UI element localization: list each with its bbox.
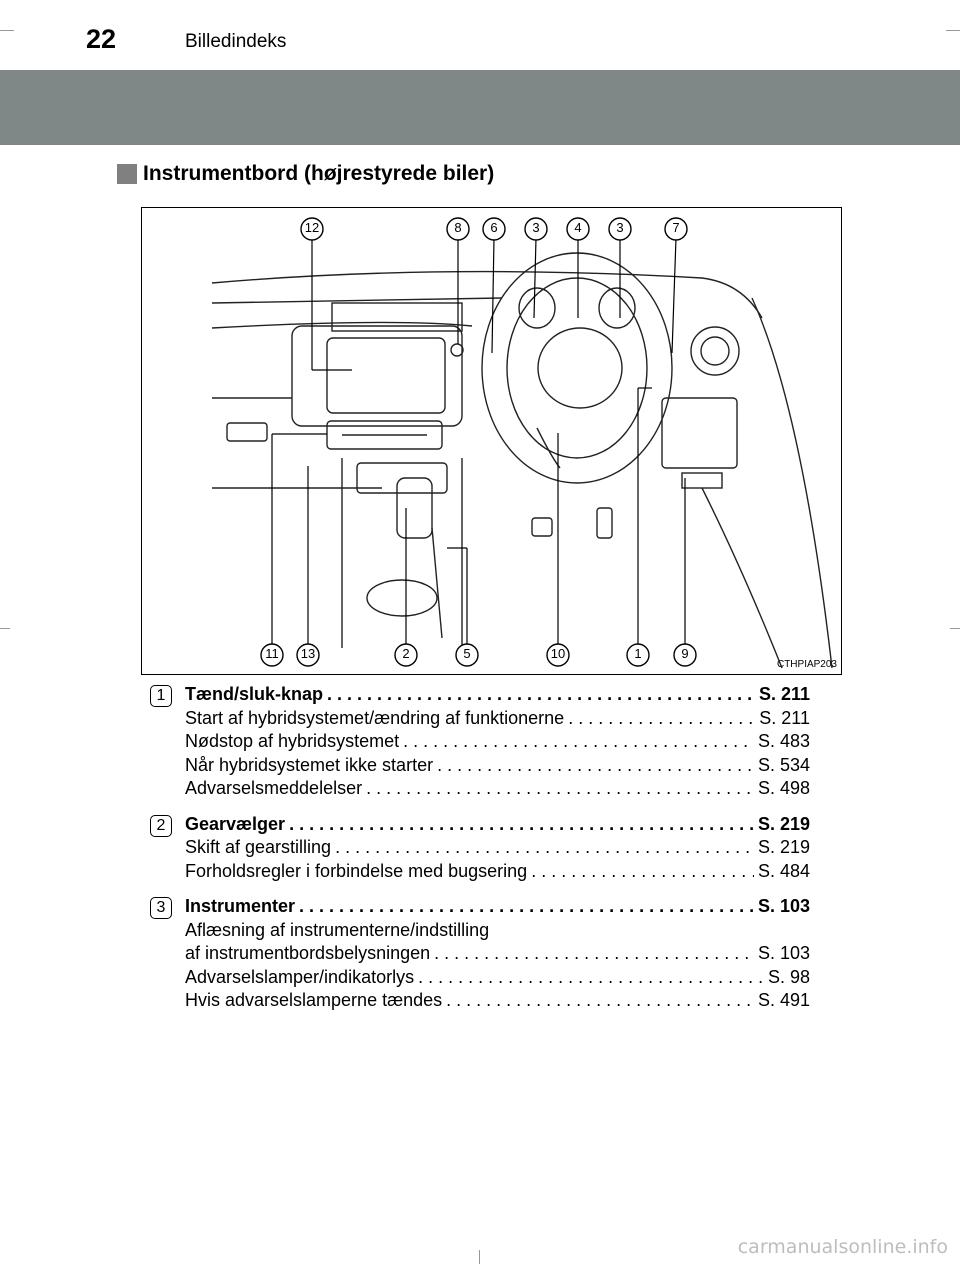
callout-label: 3 — [532, 220, 540, 235]
page-ref[interactable]: S. 534 — [757, 754, 810, 775]
page-ref[interactable]: S. 491 — [757, 990, 810, 1010]
sub-entry-text: Aflæsning af instrumenterne/indstilling — [185, 919, 490, 940]
sub-entry-text: Forholdsregler i forbindelse med bugseri… — [185, 860, 528, 881]
sub-entry-text: Skift af gearstilling — [185, 837, 332, 857]
page-ref[interactable]: S. 219 — [757, 813, 810, 834]
page-ref[interactable]: S. 98 — [767, 966, 810, 987]
air-vent-center — [331, 302, 463, 332]
leader-dots — [446, 989, 754, 1013]
steering-wheel — [481, 252, 673, 484]
callout-label: 9 — [681, 646, 689, 661]
sub-entry-text: Advarselslamper/indikatorlys — [185, 966, 415, 987]
item-number: 3 — [150, 897, 172, 919]
gear-knob — [396, 477, 433, 539]
page-ref[interactable]: S. 484 — [757, 860, 810, 881]
index-item: 2 Gearvælger S. 219 Skift af gearstillin… — [150, 813, 810, 884]
page-ref[interactable]: S. 498 — [757, 778, 810, 798]
leader-dots — [366, 777, 754, 801]
sub-entry[interactable]: Advarselsmeddelelser S. 498 — [185, 777, 810, 801]
item-title: Tænd/sluk-knap — [185, 684, 324, 704]
leader-dots — [418, 966, 764, 990]
sub-entry[interactable]: af instrumentbordsbelysningen S. 103 — [185, 942, 810, 966]
item-heading[interactable]: Instrumenter S. 103 — [185, 895, 810, 919]
knob — [450, 343, 464, 357]
leader-dots — [437, 754, 754, 778]
sub-entry[interactable]: Hvis advarselslamperne tændes S. 491 — [185, 989, 810, 1013]
section-marker-icon — [117, 164, 137, 184]
callout-label: 1 — [634, 646, 642, 661]
leader-dots — [568, 707, 755, 731]
callout-label: 6 — [490, 220, 498, 235]
sub-entry[interactable]: Når hybridsystemet ikke starter S. 534 — [185, 754, 810, 778]
climate-panel — [326, 420, 443, 450]
sub-entry[interactable]: Advarselslamper/indikatorlys S. 98 — [185, 966, 810, 990]
leader-dots — [403, 730, 754, 754]
item-title: Gearvælger — [185, 813, 286, 834]
center-display — [326, 337, 446, 414]
watermark: carmanualsonline.info — [737, 1236, 948, 1258]
dashboard-drawing — [211, 217, 833, 669]
index-item: 1 Tænd/sluk-knap S. 211 Start af hybrids… — [150, 683, 810, 801]
sub-entry-text: af instrumentbordsbelysningen — [185, 943, 431, 963]
crop-mark — [0, 30, 14, 31]
dashboard-illustration: 12 8 6 3 4 3 7 11 13 2 5 10 1 9 CTHPIAP2… — [141, 207, 842, 675]
air-vent-right — [690, 326, 740, 376]
item-title: Instrumenter — [185, 896, 296, 916]
crop-mark — [479, 1250, 480, 1264]
sub-entry-text: Når hybridsystemet ikke starter — [185, 754, 434, 775]
callout-label: 4 — [574, 220, 582, 235]
page-ref[interactable]: S. 219 — [757, 837, 810, 857]
page-ref[interactable]: S. 211 — [758, 684, 810, 704]
page-ref[interactable]: S. 103 — [757, 896, 810, 916]
callout-label: 11 — [265, 646, 279, 661]
crop-mark — [946, 30, 960, 31]
callout-label: 7 — [672, 220, 680, 235]
page-ref[interactable]: S. 483 — [757, 731, 810, 751]
switch-panel — [661, 397, 738, 469]
index-item: 3 Instrumenter S. 103 Aflæsning af instr… — [150, 895, 810, 1013]
leader-dots — [434, 942, 754, 966]
section-title: Instrumentbord (højrestyrede biler) — [143, 162, 495, 185]
page-ref[interactable]: S. 103 — [757, 943, 810, 963]
leader-dots — [335, 836, 754, 860]
sub-entry-text: Nødstop af hybridsystemet — [185, 731, 400, 751]
sub-entry-text: Hvis advarselslamperne tændes — [185, 990, 443, 1010]
item-number: 2 — [150, 814, 172, 837]
leader-dots — [289, 813, 754, 837]
callout-label: 2 — [402, 646, 410, 661]
item-number: 1 — [150, 685, 172, 707]
callout-label: 5 — [463, 646, 471, 661]
sub-entry[interactable]: Forholdsregler i forbindelse med bugseri… — [185, 860, 810, 884]
page-number: 22 — [86, 24, 117, 54]
header-title: Billedindeks — [185, 31, 287, 52]
index-list: 1 Tænd/sluk-knap S. 211 Start af hybrids… — [150, 683, 810, 1025]
item-heading[interactable]: Tænd/sluk-knap S. 211 — [185, 683, 810, 707]
header-band — [0, 70, 960, 145]
sub-entry-text: Start af hybridsystemet/ændring af funkt… — [185, 707, 565, 728]
leader-dots — [299, 895, 754, 919]
figure-code: CTHPIAP203 — [776, 659, 837, 670]
sub-entry[interactable]: Skift af gearstilling S. 219 — [185, 836, 810, 860]
sub-entry[interactable]: Nødstop af hybridsystemet S. 483 — [185, 730, 810, 754]
sub-entry[interactable]: Start af hybridsystemet/ændring af funkt… — [185, 707, 810, 731]
callout-label: 12 — [304, 220, 320, 235]
crop-mark — [0, 628, 10, 629]
callout-label: 10 — [550, 646, 566, 661]
leader-dots — [327, 683, 755, 707]
callout-label: 13 — [300, 646, 316, 661]
item-heading[interactable]: Gearvælger S. 219 — [185, 813, 810, 837]
leader-dots — [531, 860, 754, 884]
page-ref[interactable]: S. 211 — [759, 707, 810, 728]
callout-label: 3 — [616, 220, 624, 235]
dash-top-line — [211, 270, 763, 319]
callout-label: 8 — [454, 220, 462, 235]
sub-entry-text: Advarselsmeddelelser — [185, 778, 363, 798]
cupholder — [366, 579, 438, 617]
crop-mark — [950, 628, 960, 629]
